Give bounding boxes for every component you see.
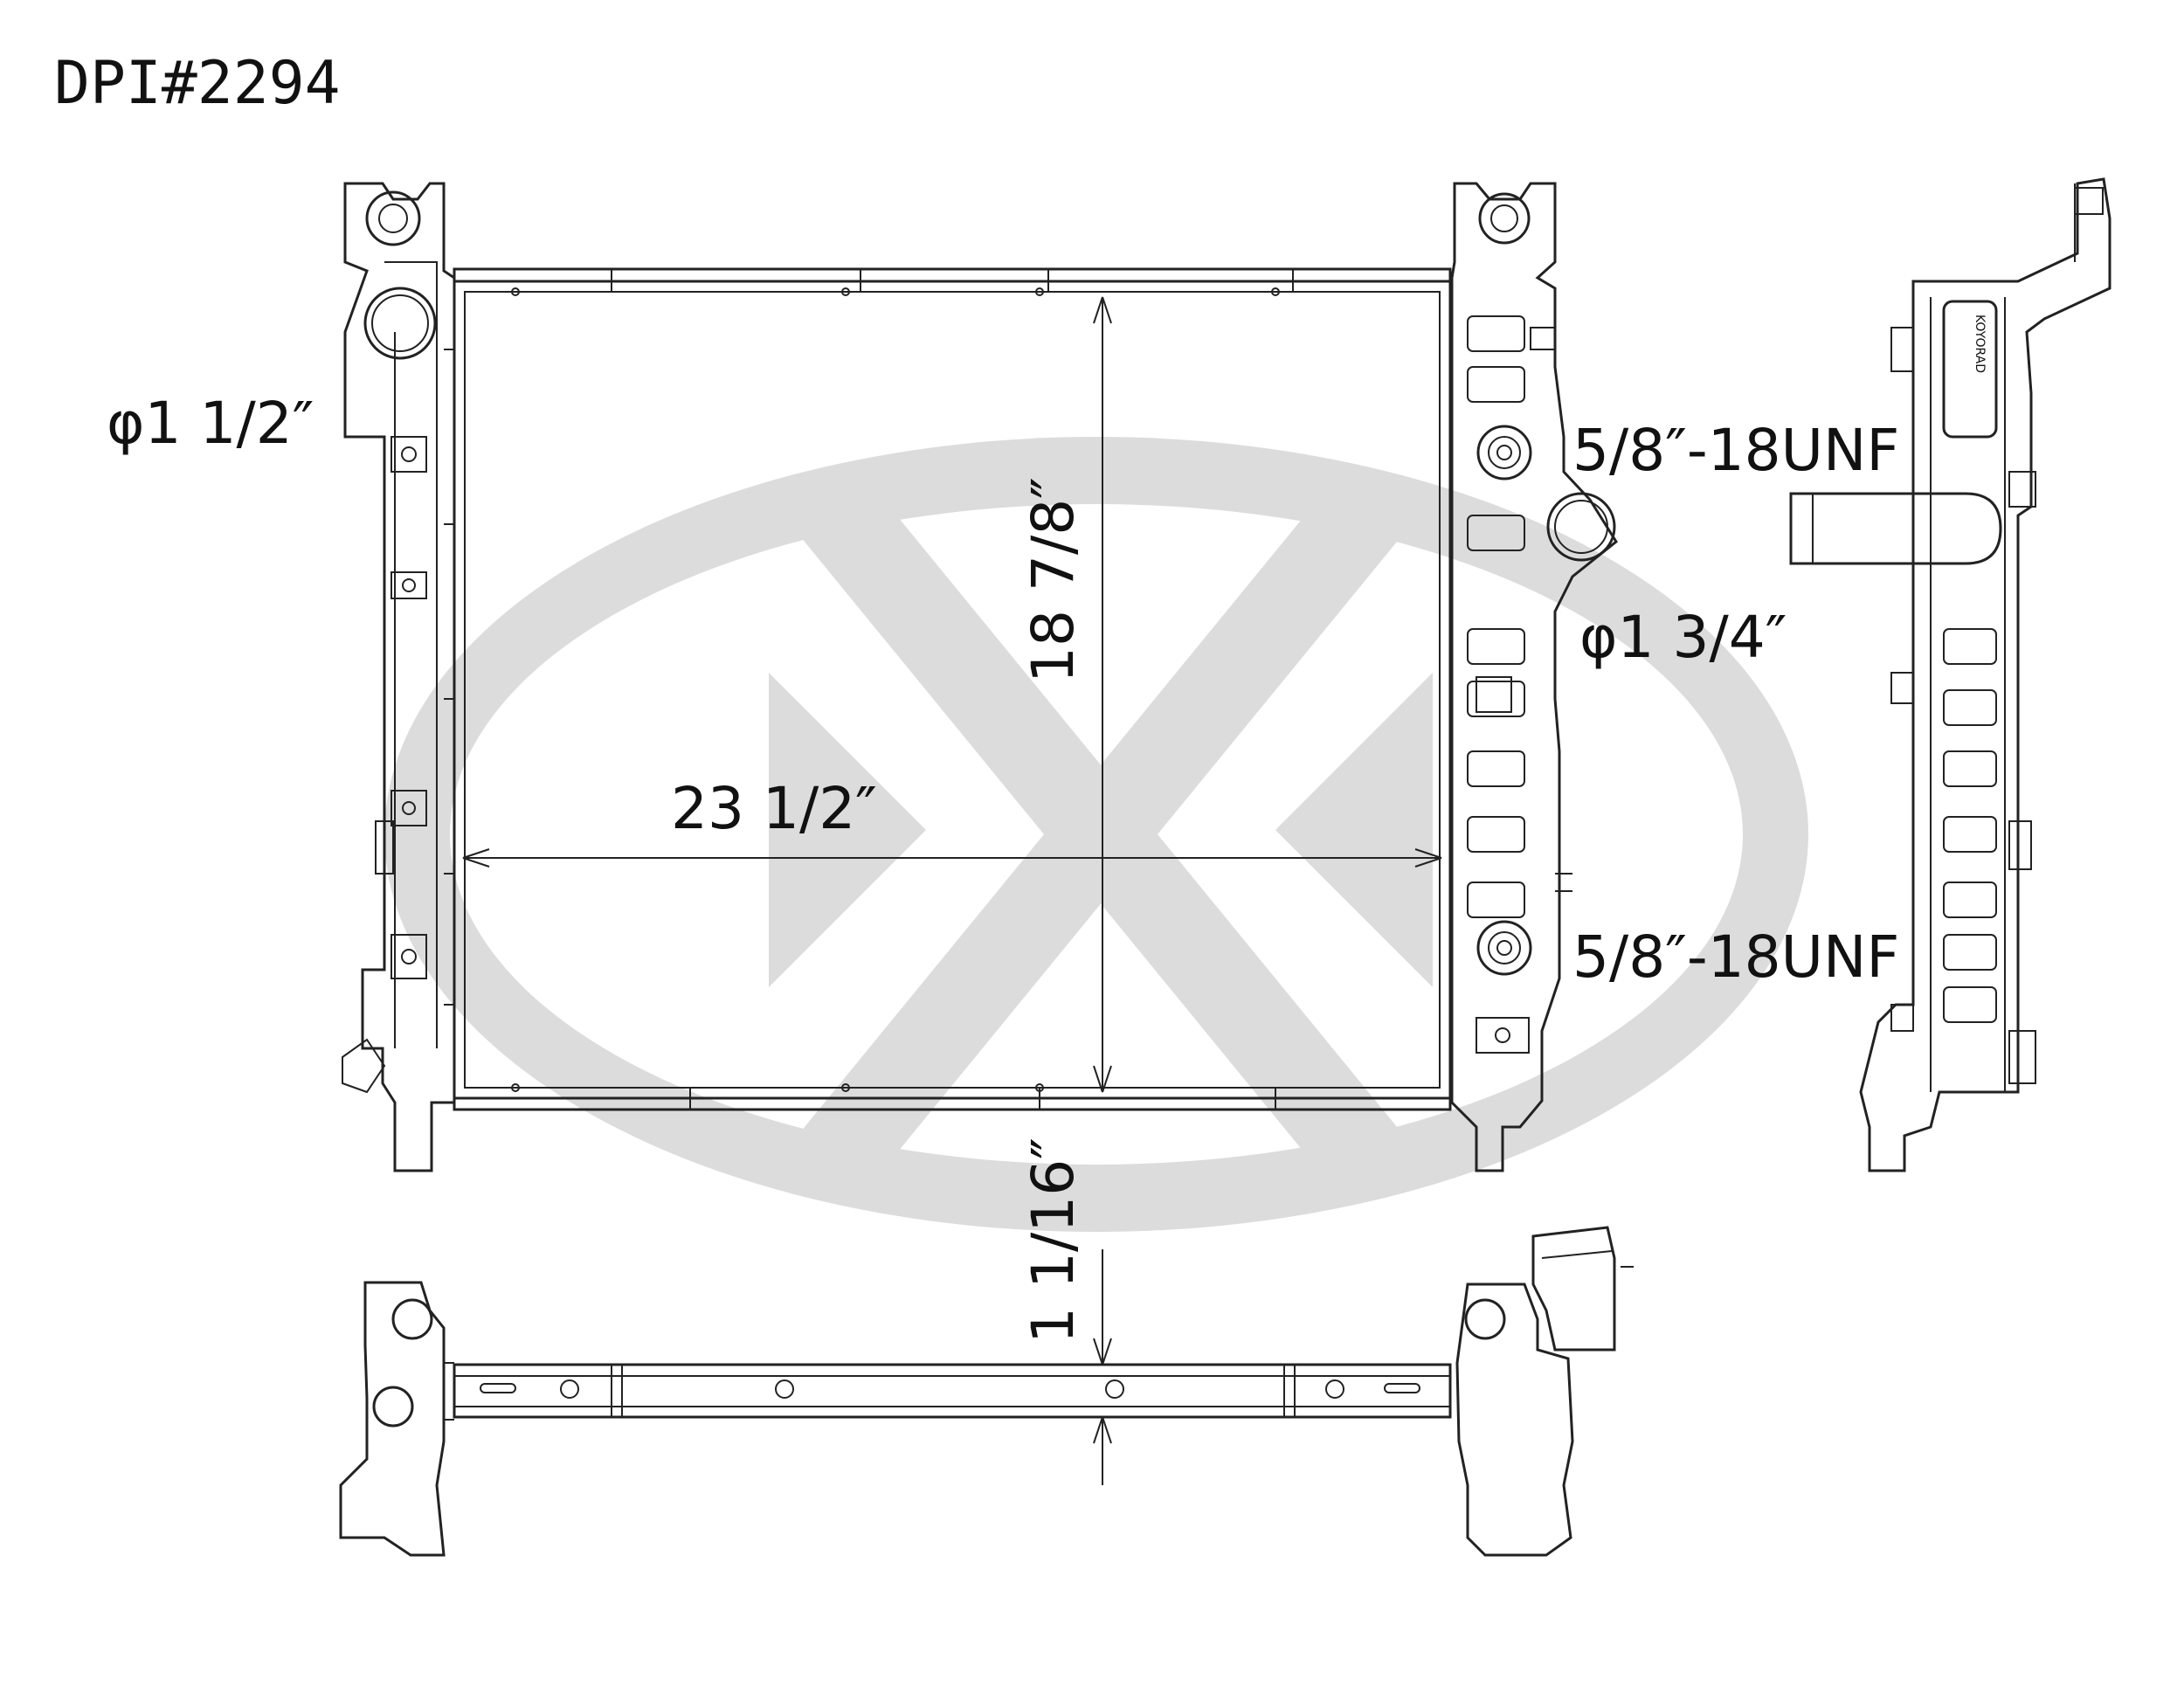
part-number-title: DPI#2294 — [54, 49, 341, 118]
upper-fitting — [1476, 425, 1532, 481]
outlet-diameter-label: φ1 3/4″ — [1579, 604, 1787, 671]
height-dimension — [1093, 296, 1112, 1093]
bottom-view — [339, 1226, 1634, 1557]
bottom-outlet-pipe — [1531, 1226, 1616, 1352]
inlet-pipe — [363, 287, 437, 360]
side-outlet-pipe — [1789, 492, 2002, 565]
thread-upper-label: 5/8″-18UNF — [1572, 417, 1899, 484]
front-view: 23 1/2″ 18 7/8″ — [342, 182, 1618, 1172]
depth-label: 1 1/16″ — [1019, 1137, 1087, 1344]
right-tank — [1450, 182, 1618, 1172]
brand-label-plate — [1942, 300, 1998, 439]
width-dimension — [462, 848, 1442, 868]
thread-lower-label: 5/8″-18UNF — [1572, 923, 1899, 991]
side-brand-text: KOYORAD — [1973, 315, 1987, 373]
outlet-pipe — [1546, 492, 1616, 562]
left-tank — [342, 182, 456, 1172]
lower-fitting — [1476, 920, 1532, 976]
side-view: KOYORAD — [1789, 177, 2111, 1172]
bottom-core — [453, 1363, 1452, 1419]
height-label: 18 7/8″ — [1019, 477, 1087, 683]
depth-dimension — [1093, 1249, 1112, 1485]
width-label: 23 1/2″ — [671, 775, 877, 842]
inlet-diameter-label: φ1 1/2″ — [107, 390, 314, 457]
